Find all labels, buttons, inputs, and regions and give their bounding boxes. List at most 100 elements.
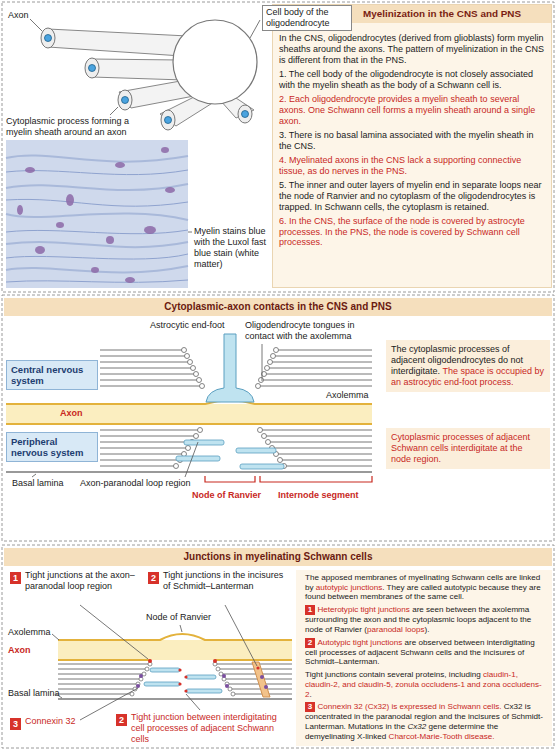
part-label: Basal lamina bbox=[8, 688, 60, 699]
axon-core bbox=[122, 97, 129, 104]
paranodal-loop bbox=[182, 348, 187, 353]
axon-band bbox=[58, 659, 292, 661]
leader-line bbox=[262, 344, 263, 381]
part-label: Internode segment bbox=[278, 490, 359, 501]
axon-band bbox=[6, 423, 372, 425]
micrograph bbox=[17, 205, 23, 215]
myelin-sheet bbox=[48, 29, 188, 56]
text-run: ). bbox=[424, 625, 429, 634]
text-panel: Myelinization in the CNS and PNSIn the C… bbox=[272, 4, 552, 288]
system-box: Central nervous system bbox=[6, 360, 98, 390]
cell-body bbox=[173, 20, 257, 104]
axon-roll bbox=[118, 90, 132, 110]
paranodal-loop bbox=[266, 440, 271, 445]
paranodal-loop bbox=[130, 662, 235, 696]
axon-roll bbox=[41, 28, 252, 130]
system-box: Peripheral nervous system bbox=[6, 432, 98, 462]
text-run: Autotypic tight junctions bbox=[317, 638, 402, 647]
micrograph bbox=[6, 214, 188, 220]
axon-band bbox=[58, 634, 292, 640]
tight-junction bbox=[148, 659, 260, 693]
leader-line bbox=[110, 107, 118, 115]
part-label: Node of Ranvier bbox=[192, 490, 261, 501]
paragraph: In the CNS, oligodendrocytes (derived fr… bbox=[279, 33, 546, 66]
micrograph bbox=[91, 267, 99, 273]
paragraph: 2. Each oligodendrocyte provides a myeli… bbox=[279, 94, 546, 127]
connexin-dot bbox=[225, 684, 229, 688]
connexin-dot bbox=[264, 685, 268, 689]
panel-frame bbox=[2, 545, 554, 748]
callout-number: 1 bbox=[305, 605, 315, 615]
callout-number: 3 bbox=[10, 718, 21, 730]
micrograph bbox=[6, 170, 188, 282]
callout-number: 1 bbox=[10, 572, 21, 584]
callout-number: 2 bbox=[148, 572, 159, 584]
schwann-process bbox=[186, 689, 222, 693]
tight-junction bbox=[148, 659, 152, 663]
astrocyte-end-foot bbox=[206, 334, 254, 402]
micrograph bbox=[6, 242, 188, 247]
callout-number: 2 bbox=[305, 638, 315, 648]
part-label: Node of Ranvier bbox=[146, 612, 211, 623]
axon-roll bbox=[85, 58, 99, 78]
node-text: Cytoplasmic-axon contacts in the CNS and… bbox=[4, 298, 552, 316]
text-panel: The apposed membranes of myelinating Sch… bbox=[296, 570, 552, 746]
tight-junction bbox=[184, 689, 187, 692]
paranodal-loop bbox=[228, 687, 232, 691]
paragraph: The apposed membranes of myelinating Sch… bbox=[305, 573, 544, 602]
micrograph bbox=[17, 147, 175, 283]
section-header: Junctions in myelinating Schwann cells bbox=[4, 548, 552, 566]
tight-junction bbox=[178, 682, 181, 685]
micrograph bbox=[6, 140, 188, 288]
leader-line bbox=[225, 605, 257, 666]
paragraph: Tight junctions contain several proteins… bbox=[305, 670, 544, 699]
tight-junction bbox=[213, 659, 217, 663]
paranodal-loop bbox=[191, 366, 196, 371]
paranodal-loop bbox=[231, 692, 235, 696]
micrograph bbox=[6, 199, 188, 206]
paragraph: 2Autotypic tight junctionsare observed b… bbox=[305, 638, 544, 668]
axon-core bbox=[165, 117, 172, 124]
connexin-dot bbox=[139, 674, 143, 678]
micrograph bbox=[6, 266, 188, 272]
leader-line bbox=[52, 605, 257, 720]
micrograph bbox=[115, 162, 125, 168]
section-header: Cytoplasmic-axon contacts in the CNS and… bbox=[4, 298, 552, 316]
myelin-layer bbox=[100, 430, 372, 466]
axon-core bbox=[45, 35, 249, 124]
axon-band bbox=[58, 640, 292, 660]
schwann-process bbox=[144, 682, 180, 686]
paranodal-loop bbox=[258, 428, 263, 433]
schwann-process bbox=[240, 464, 284, 469]
part-label: Tight junctions at the axon–paranodal lo… bbox=[25, 570, 137, 592]
bracket bbox=[260, 476, 372, 482]
axon-core bbox=[242, 111, 249, 118]
axon-roll bbox=[238, 105, 252, 123]
paragraph: 3. There is no basal lamina associated w… bbox=[279, 130, 546, 152]
paranodal-loop bbox=[188, 360, 193, 365]
tight-junction bbox=[178, 668, 181, 671]
text-run: Connexin 32 (Cx32) is expressed in Schwa… bbox=[317, 702, 501, 711]
paragraph: Cytoplasmic processes of adjacent Schwan… bbox=[391, 432, 545, 465]
schwann-process bbox=[176, 440, 284, 469]
part-label: Axon bbox=[8, 645, 31, 656]
leader-line bbox=[186, 694, 200, 710]
part-label: Axolemma bbox=[326, 390, 369, 401]
axon-core bbox=[45, 35, 52, 42]
paranodal-loop bbox=[256, 384, 261, 389]
paranodal-loop bbox=[259, 378, 264, 383]
axon-band bbox=[6, 401, 372, 425]
tight-junction bbox=[184, 675, 187, 678]
leader-line bbox=[30, 19, 42, 31]
paranodal-loop bbox=[145, 667, 149, 671]
schwann-process bbox=[186, 675, 216, 679]
paragraph: 4. Myelinated axons in the CNS lack a su… bbox=[279, 155, 546, 177]
text-run: Cytoplasmic processes of adjacent Schwan… bbox=[391, 432, 530, 464]
panel-frame bbox=[2, 2, 554, 292]
callout-number: 3 bbox=[305, 702, 315, 712]
leader-line bbox=[185, 442, 198, 477]
axon-band bbox=[6, 401, 372, 405]
paranodal-loop bbox=[200, 384, 205, 389]
